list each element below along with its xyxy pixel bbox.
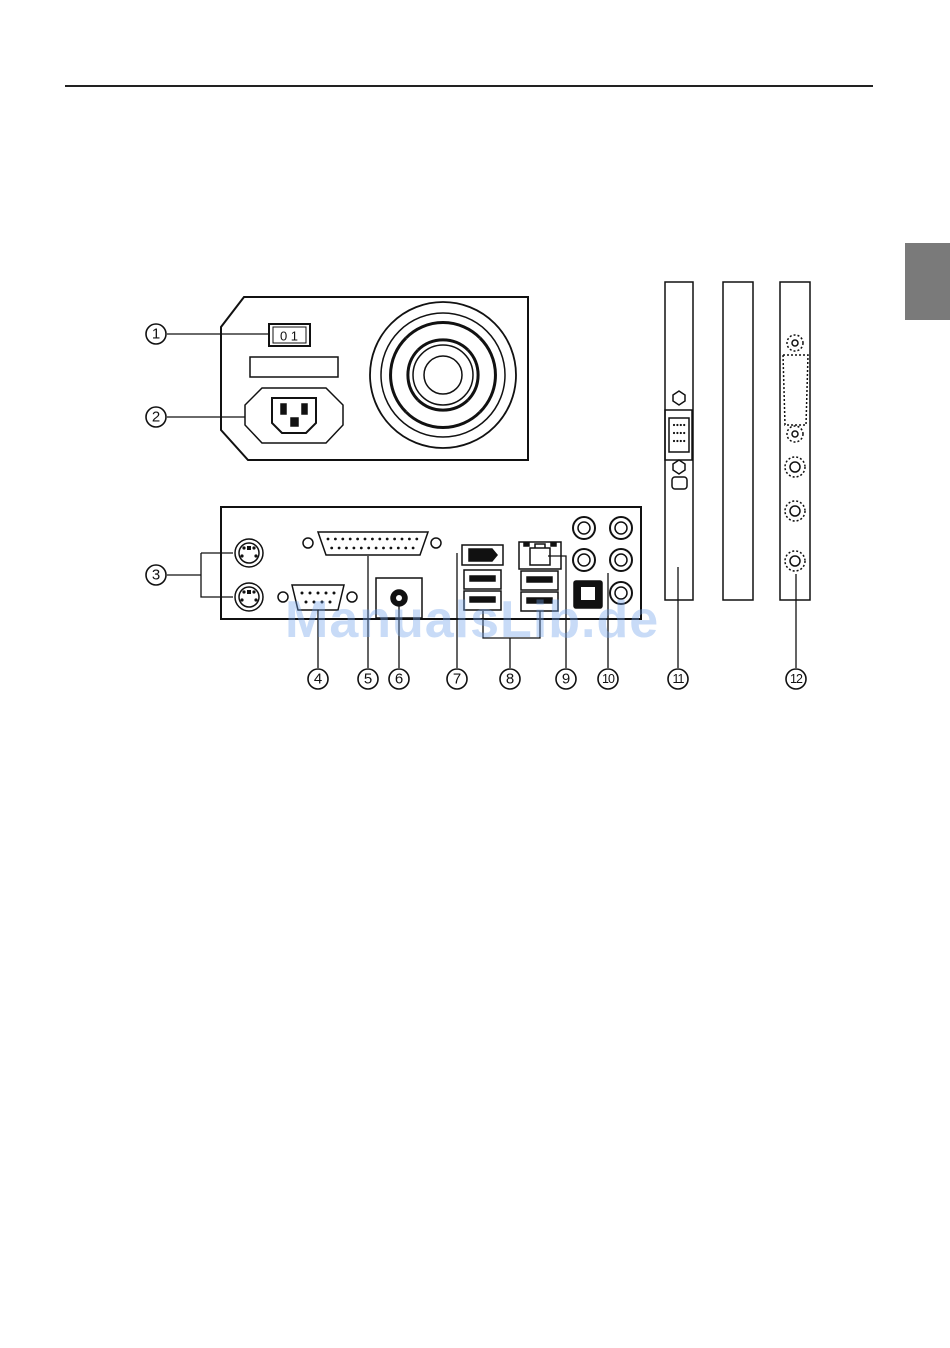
callout-number: 8 — [506, 671, 514, 688]
connector-pin — [676, 432, 678, 434]
callout-number: 6 — [395, 671, 403, 688]
connector-pin — [676, 424, 678, 426]
connector-pin — [353, 547, 356, 550]
callout-number: 2 — [152, 409, 160, 426]
connector-pin — [393, 538, 396, 541]
connector-pin — [349, 538, 352, 541]
callout-3: 3 — [146, 565, 166, 585]
callout-9: 9 — [556, 669, 576, 689]
connector-pin — [390, 547, 393, 550]
callout-11: 11 — [668, 669, 688, 689]
connector-pin — [676, 440, 678, 442]
switch-label: 0 1 — [280, 329, 298, 344]
connector-pin — [397, 547, 400, 550]
power-switch: 0 1 — [269, 324, 310, 346]
power-supply-unit: 0 1 — [221, 297, 528, 460]
connector-pin — [386, 538, 389, 541]
connector-pin — [683, 440, 685, 442]
connector-pin — [412, 547, 415, 550]
callout-8: 8 — [500, 669, 520, 689]
callout-number: 5 — [364, 671, 372, 688]
connector-pin — [404, 547, 407, 550]
parallel-port — [303, 532, 441, 555]
expansion-card-io — [780, 282, 810, 600]
connector-pin — [378, 538, 381, 541]
connector-pin — [334, 538, 337, 541]
callout-number: 3 — [152, 567, 160, 584]
connector-pin — [680, 440, 682, 442]
connector-pin — [680, 424, 682, 426]
ac-power-inlet — [245, 388, 343, 443]
connector-pin — [338, 547, 341, 550]
expansion-slot-cover — [723, 282, 753, 600]
connector-pin — [364, 538, 367, 541]
connector-pin — [356, 538, 359, 541]
callout-number: 11 — [673, 672, 685, 686]
callout-number: 7 — [453, 671, 461, 688]
connector-pin — [683, 432, 685, 434]
connector-pin — [673, 424, 675, 426]
callout-number: 1 — [152, 326, 160, 343]
callout-number: 4 — [314, 671, 322, 688]
callout-number: 10 — [602, 672, 615, 686]
connector-pin — [375, 547, 378, 550]
connector-pin — [401, 538, 404, 541]
connector-pin — [371, 538, 374, 541]
callout-5: 5 — [358, 669, 378, 689]
connector-pin — [415, 538, 418, 541]
connector-pin — [345, 547, 348, 550]
connector-pin — [673, 432, 675, 434]
expansion-card-graphics — [665, 282, 693, 600]
callout-12: 12 — [786, 669, 806, 689]
connector-pin — [382, 547, 385, 550]
callout-6: 6 — [389, 669, 409, 689]
callout-4: 4 — [308, 669, 328, 689]
callout-number: 9 — [562, 671, 570, 688]
callout-10: 10 — [598, 669, 618, 689]
psu-label-plate — [250, 357, 338, 377]
connector-pin — [408, 538, 411, 541]
connector-pin — [330, 547, 333, 550]
connector-pin — [680, 432, 682, 434]
callout-7: 7 — [447, 669, 467, 689]
connector-pin — [341, 538, 344, 541]
fan-grille — [370, 302, 516, 448]
ps2-ports — [235, 539, 263, 611]
connector-pin — [360, 547, 363, 550]
callout-number: 12 — [790, 672, 803, 686]
callout-2: 2 — [146, 407, 166, 427]
connector-pin — [327, 538, 330, 541]
callout-1: 1 — [146, 324, 166, 344]
connector-pin — [673, 440, 675, 442]
connector-pin — [367, 547, 370, 550]
watermark: ManualsLib.de — [285, 590, 659, 650]
connector-pin — [683, 424, 685, 426]
